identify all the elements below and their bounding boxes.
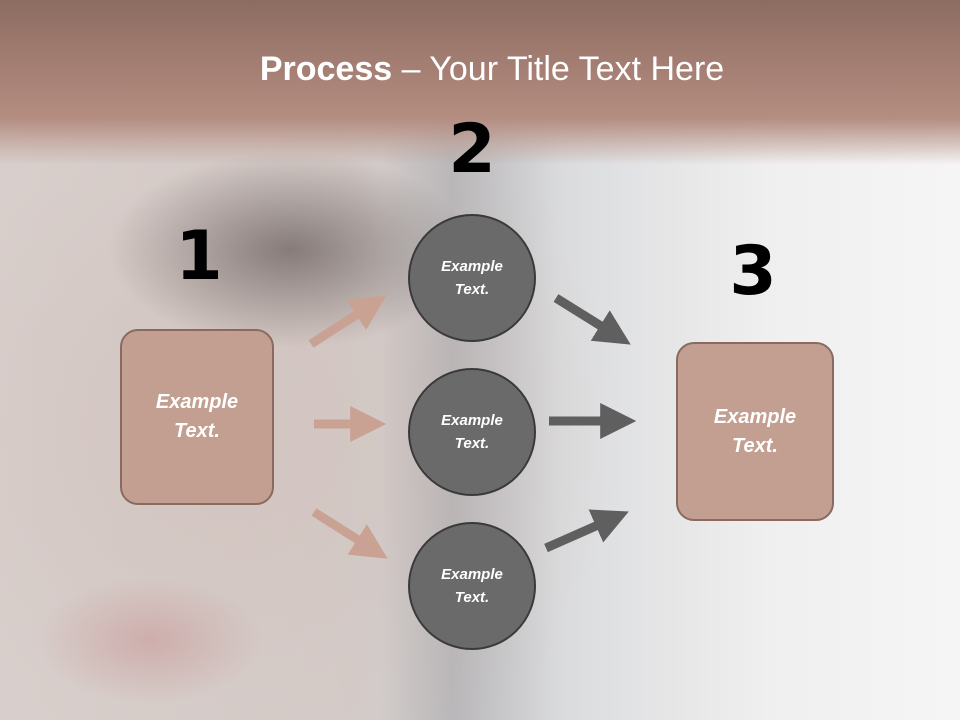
circle-node-middle: Example Text. [408, 368, 536, 496]
arrow-top-to-right [553, 294, 631, 345]
slide-title: Process – Your Title Text Here [0, 50, 960, 89]
arrow-left-to-top [308, 295, 387, 348]
right-process-box: Example Text. [676, 342, 834, 521]
arrow-bottom-to-right [544, 509, 629, 553]
right-box-label: Example Text. [713, 405, 797, 457]
title-rest: – Your Title Text Here [392, 50, 725, 88]
left-box-label: Example Text. [155, 391, 239, 442]
arrow-left-to-bottom [311, 508, 388, 559]
title-band [0, 0, 960, 165]
step-number-1: 1 [175, 217, 223, 296]
title-bold: Process [259, 50, 393, 88]
circle-node-bottom: Example Text. [408, 522, 536, 650]
circle-node-top: Example Text. [408, 214, 536, 342]
circle-top-label: Example Text. [441, 258, 503, 298]
left-process-box: Example Text. [120, 329, 274, 505]
step-number-2: 2 [448, 110, 496, 189]
step-number-3: 3 [729, 232, 777, 311]
circle-bottom-label: Example Text. [441, 566, 503, 606]
circle-middle-label: Example Text. [441, 412, 503, 452]
